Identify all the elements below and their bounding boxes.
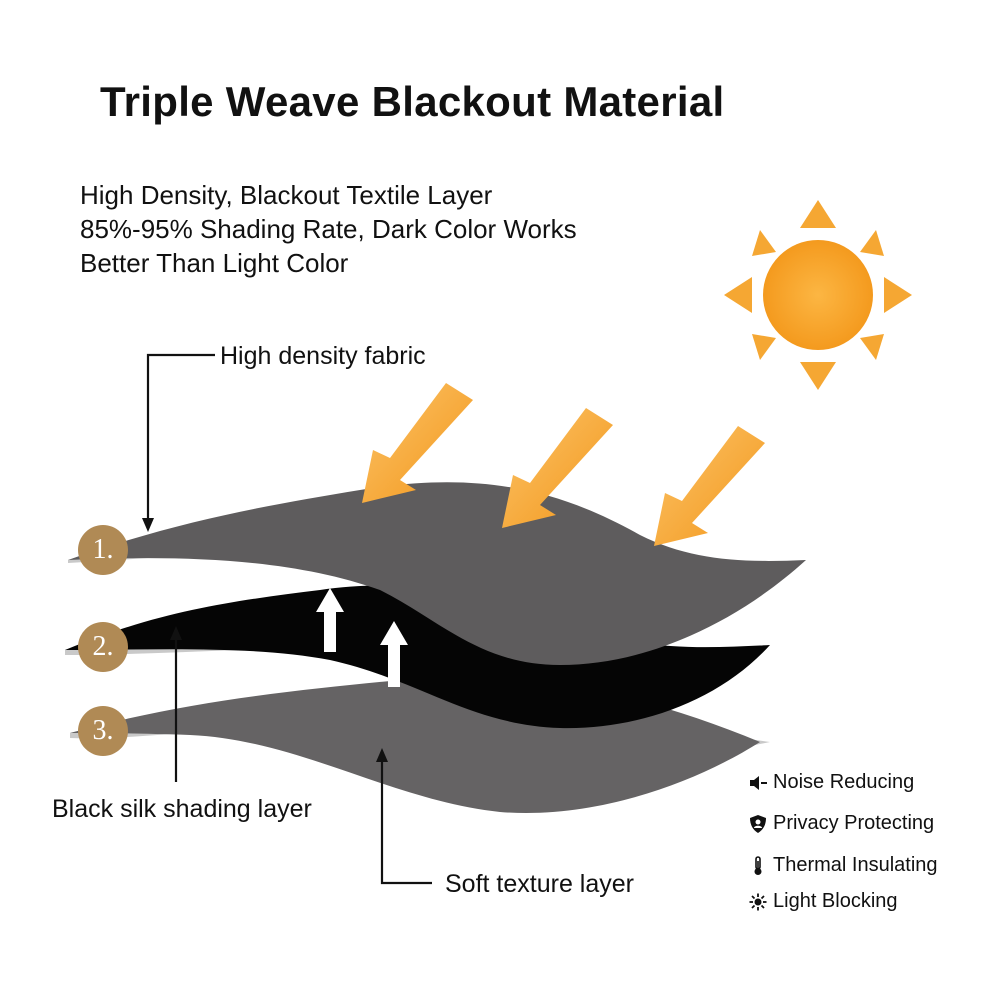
thermometer-icon <box>754 855 762 875</box>
feature-label: Noise Reducing <box>773 771 915 793</box>
layer-2-badge: 2. <box>78 622 128 672</box>
light-blocking-icon <box>749 893 767 910</box>
layer-1-label: High density fabric <box>220 342 426 370</box>
feature-label: Light Blocking <box>773 890 898 912</box>
shield-icon <box>750 814 766 833</box>
layer-3-badge: 3. <box>78 706 128 756</box>
description-line-2: 85%-95% Shading Rate, Dark Color Works <box>80 214 577 244</box>
description-line-1: High Density, Blackout Textile Layer <box>80 180 493 210</box>
layer-1-badge: 1. <box>78 525 128 575</box>
feature-privacy-protecting: Privacy Protecting <box>748 812 934 835</box>
page-title: Triple Weave Blackout Material <box>100 78 725 125</box>
sun-icon <box>724 200 912 390</box>
feature-noise-reducing: Noise Reducing <box>748 771 914 794</box>
light-arrow-1 <box>362 383 473 503</box>
callout-lines <box>146 353 432 885</box>
reflect-arrow-1 <box>316 588 344 652</box>
callout-line-1 <box>146 353 215 520</box>
description-line-3: Better Than Light Color <box>80 248 349 278</box>
light-arrow-3 <box>654 426 765 546</box>
speaker-mute-icon <box>750 775 767 790</box>
layer-2-label: Black silk shading layer <box>52 795 312 823</box>
layer-3-label: Soft texture layer <box>445 870 634 898</box>
reflect-arrow-2 <box>380 621 408 687</box>
light-arrow-2 <box>502 408 613 528</box>
callout-line-3 <box>380 752 432 885</box>
callout-arrowheads <box>142 518 388 762</box>
feature-label: Thermal Insulating <box>773 854 938 876</box>
feature-label: Privacy Protecting <box>773 812 935 834</box>
feature-thermal-insulating: Thermal Insulating <box>748 854 938 877</box>
feature-light-blocking: Light Blocking <box>748 890 898 913</box>
